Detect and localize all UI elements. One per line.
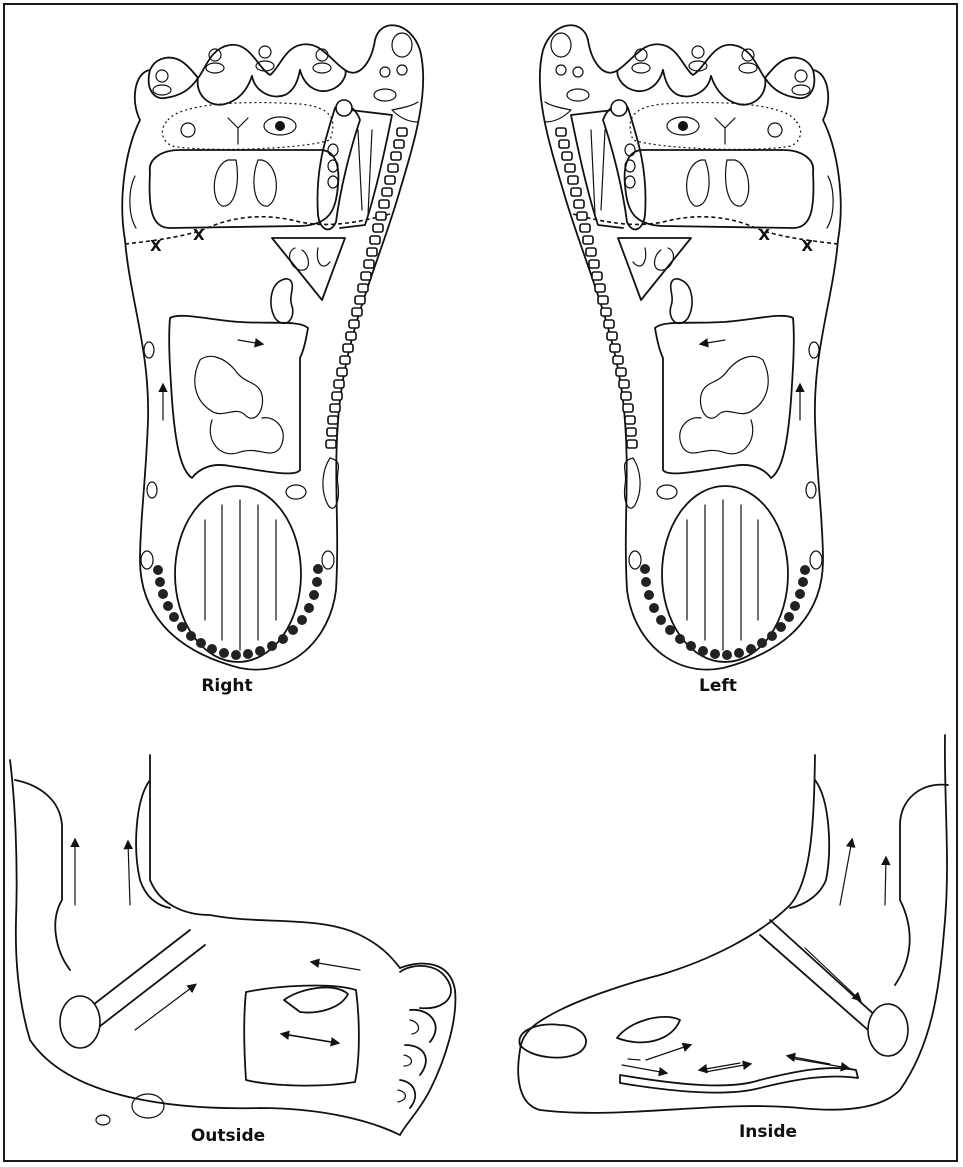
outside-view-label: Outside: [148, 1126, 308, 1146]
right-sole-diagram: [122, 25, 423, 669]
inside-foot-diagram: [518, 735, 948, 1113]
outside-foot-diagram: [10, 755, 455, 1135]
left-foot-label: Left: [638, 676, 798, 696]
inside-view-label: Inside: [688, 1122, 848, 1142]
left-sole-diagram: [540, 25, 841, 669]
right-foot-label: Right: [147, 676, 307, 696]
